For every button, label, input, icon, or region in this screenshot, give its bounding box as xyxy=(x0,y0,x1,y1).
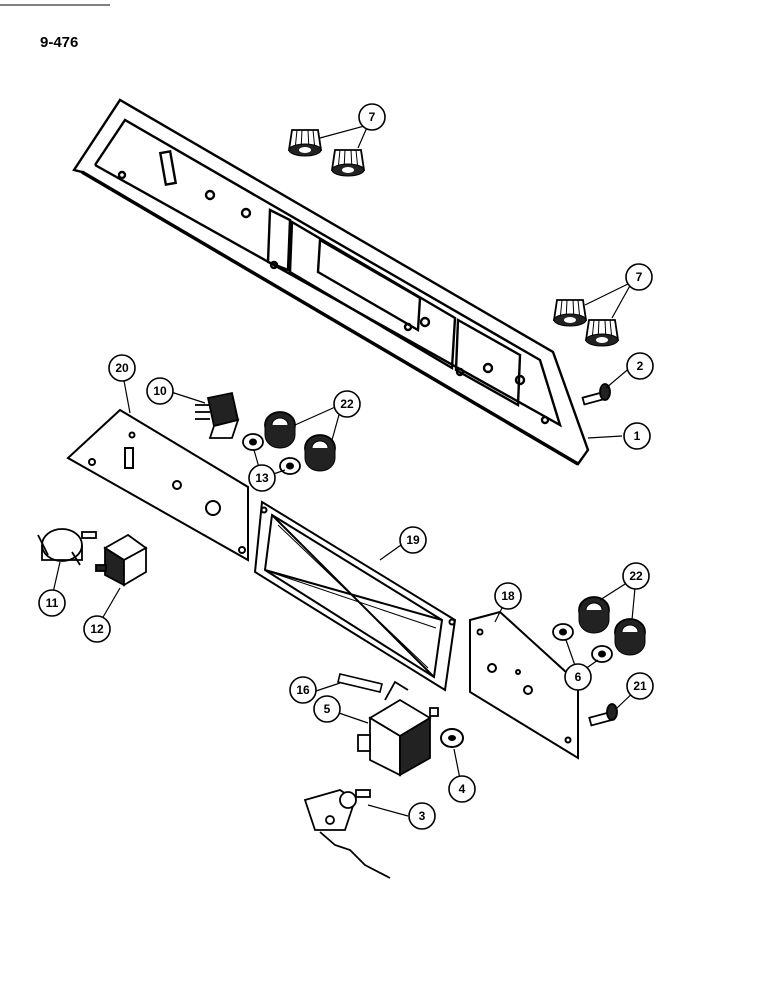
callout-6-text: 6 xyxy=(575,670,582,684)
callout-3: 3 xyxy=(408,802,436,830)
rocker-switch-10 xyxy=(195,391,240,439)
switch-assembly-3 xyxy=(303,789,391,879)
callout-7b: 7 xyxy=(625,263,653,291)
callout-3-text: 3 xyxy=(419,809,426,823)
callout-1: 1 xyxy=(623,422,651,450)
knob-right-lower xyxy=(585,319,619,347)
callout-12-text: 12 xyxy=(90,622,104,636)
callout-11-text: 11 xyxy=(46,596,59,610)
callout-16-text: 16 xyxy=(296,683,310,697)
main-panel-frame xyxy=(72,98,590,466)
nut-22-upper-a xyxy=(264,411,296,449)
nut-22-lower-b xyxy=(614,618,646,656)
gasket-frame-19 xyxy=(253,500,457,692)
callout-19: 19 xyxy=(399,526,427,554)
callout-7a: 7 xyxy=(358,103,386,131)
callout-10: 10 xyxy=(146,377,174,405)
callout-20: 20 xyxy=(108,354,136,382)
block-switch-12 xyxy=(95,533,148,587)
callout-21-text: 21 xyxy=(633,679,647,693)
callout-11: 11 xyxy=(38,589,66,617)
callout-13: 13 xyxy=(248,464,276,492)
callout-22b: 22 xyxy=(622,562,650,590)
nut-22-lower-a xyxy=(578,596,610,634)
callout-1-text: 1 xyxy=(634,429,641,443)
knob-top-left xyxy=(288,129,322,157)
callout-18-text: 18 xyxy=(501,589,515,603)
callout-19-text: 19 xyxy=(406,533,420,547)
nut-22-upper-b xyxy=(304,434,336,472)
right-plate-18 xyxy=(469,610,579,760)
callout-5: 5 xyxy=(313,695,341,723)
washer-4 xyxy=(440,728,464,748)
nut-6-upper xyxy=(552,623,574,641)
callout-5-text: 5 xyxy=(324,702,331,716)
callout-4-text: 4 xyxy=(459,782,466,796)
screw-2 xyxy=(581,383,611,406)
actuator-5 xyxy=(357,680,439,777)
pin-16 xyxy=(337,673,383,693)
callout-7b-text: 7 xyxy=(636,270,643,284)
knob-right-upper xyxy=(553,299,587,327)
callout-12: 12 xyxy=(83,615,111,643)
callout-2-text: 2 xyxy=(637,359,644,373)
callout-16: 16 xyxy=(289,676,317,704)
callout-6: 6 xyxy=(564,663,592,691)
page-number: 9-476 xyxy=(40,34,79,51)
nut-6-lower xyxy=(591,645,613,663)
callout-10-text: 10 xyxy=(153,384,167,398)
callout-22a: 22 xyxy=(333,390,361,418)
callout-4: 4 xyxy=(448,775,476,803)
knob-top-right xyxy=(331,149,365,177)
callout-20-text: 20 xyxy=(115,361,129,375)
callout-18: 18 xyxy=(494,582,522,610)
callout-2: 2 xyxy=(626,352,654,380)
callout-22a-text: 22 xyxy=(340,397,354,411)
nut-13-lower xyxy=(279,457,301,475)
rotary-switch-11 xyxy=(37,528,97,566)
callout-7a-text: 7 xyxy=(369,110,376,124)
callout-22b-text: 22 xyxy=(629,569,643,583)
callout-21: 21 xyxy=(626,672,654,700)
screw-21 xyxy=(588,703,618,727)
left-plate xyxy=(66,408,249,562)
callout-13-text: 13 xyxy=(255,471,269,485)
nut-13-upper xyxy=(242,433,264,451)
